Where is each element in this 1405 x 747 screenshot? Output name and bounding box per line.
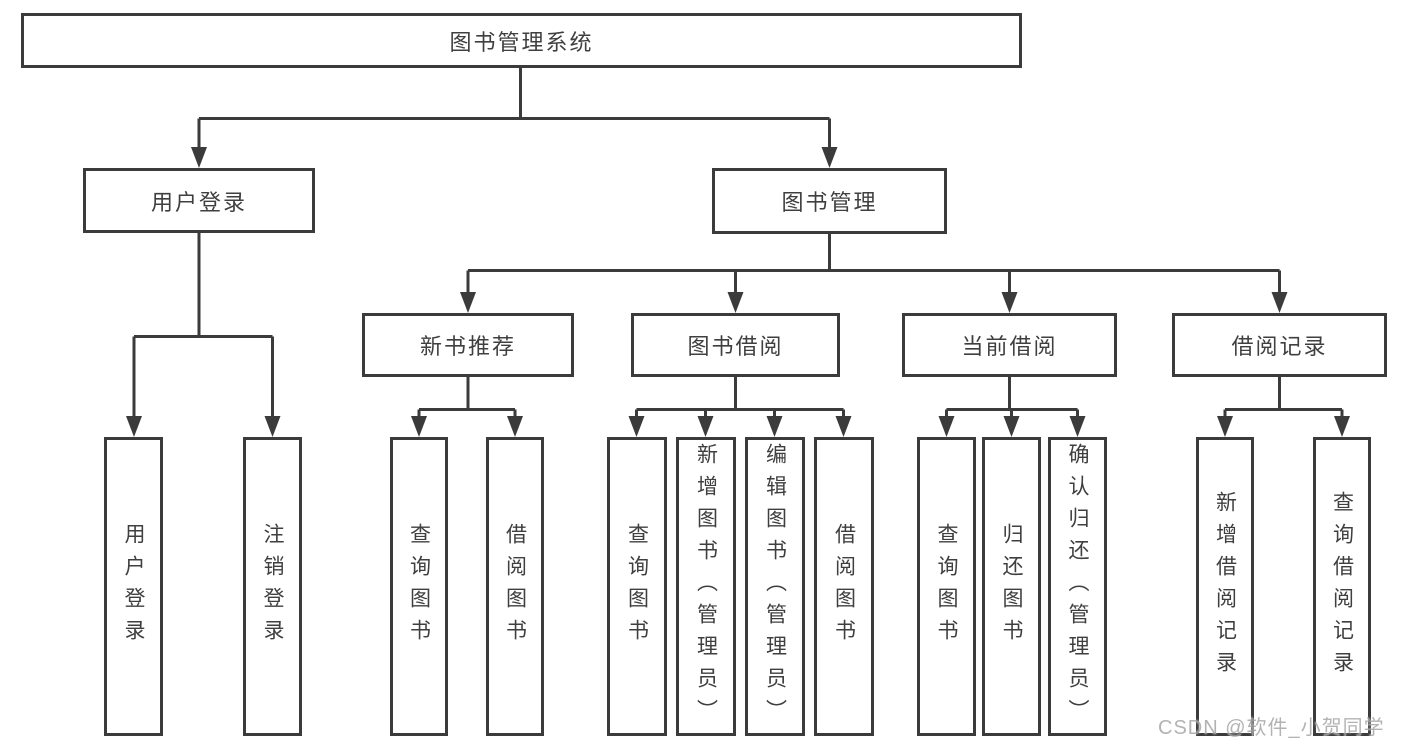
node-book-borrow: 图书借阅 xyxy=(631,313,840,377)
leaf-query-books-recommend: 查询图书 xyxy=(390,437,448,736)
node-library-management-system: 图书管理系统 xyxy=(21,13,1022,68)
leaf-query-books-current: 查询图书 xyxy=(917,437,976,736)
node-current-borrow: 当前借阅 xyxy=(902,313,1117,377)
watermark-text: CSDN @软件_小贺同学 xyxy=(1158,717,1385,739)
leaf-add-borrow-record: 新增借阅记录 xyxy=(1196,437,1254,736)
node-borrow-records: 借阅记录 xyxy=(1172,313,1387,377)
leaf-confirm-return-admin: 确认归还（管理员） xyxy=(1048,437,1107,736)
leaf-query-books-borrow: 查询图书 xyxy=(607,437,667,736)
node-user-login: 用户登录 xyxy=(83,168,315,233)
leaf-query-borrow-record: 查询借阅记录 xyxy=(1313,437,1371,736)
leaf-add-book-admin: 新增图书（管理员） xyxy=(676,437,736,736)
leaf-borrow-books-recommend: 借阅图书 xyxy=(486,437,544,736)
leaf-edit-book-admin: 编辑图书（管理员） xyxy=(745,437,805,736)
arrowhead-icons xyxy=(126,147,1350,437)
node-book-management: 图书管理 xyxy=(712,168,947,234)
leaf-user-login: 用户登录 xyxy=(104,437,163,736)
node-new-book-recommend: 新书推荐 xyxy=(362,313,574,377)
leaf-logout: 注销登录 xyxy=(243,437,302,736)
leaf-borrow-books: 借阅图书 xyxy=(814,437,874,736)
leaf-return-book: 归还图书 xyxy=(982,437,1041,736)
